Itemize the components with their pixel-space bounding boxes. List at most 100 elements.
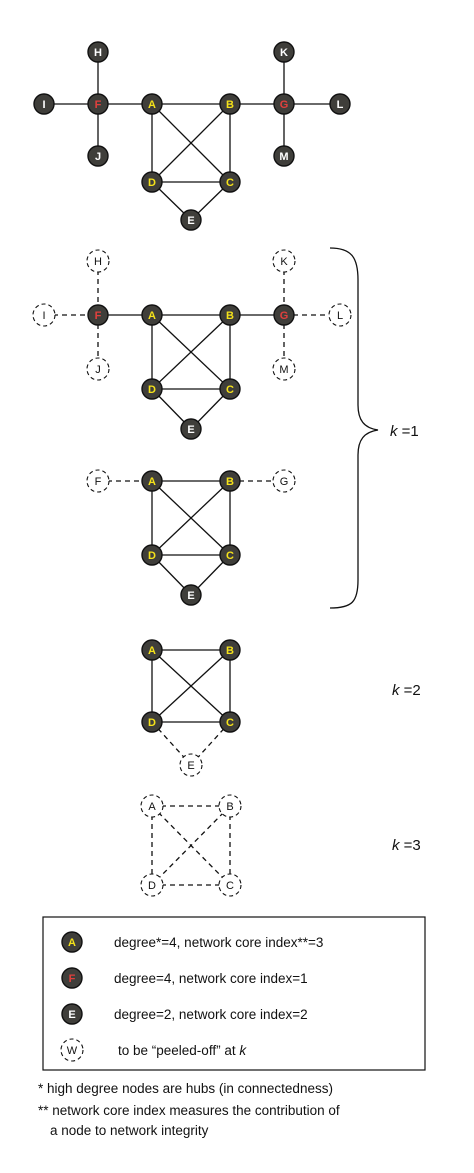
node-J-label: J [95, 364, 101, 376]
node-D-circle [141, 711, 163, 733]
node-L-label: L [337, 99, 344, 111]
node-H: H [87, 41, 109, 63]
node-C: C [219, 378, 241, 400]
node-J: J [86, 357, 110, 381]
node-K: K [272, 249, 296, 273]
stage-k1a-edges [44, 261, 340, 430]
k1-brace [329, 247, 379, 609]
node-C-circle [219, 171, 241, 193]
node-C-label: C [226, 177, 234, 189]
node-C-circle [219, 711, 241, 733]
stage-k2-edges [151, 649, 231, 766]
node-D-label: D [148, 384, 156, 396]
legend-node-A-circle [61, 931, 83, 953]
legend-node-E-circle [61, 1003, 83, 1025]
footnote-hubs: * high degree nodes are hubs (in connect… [38, 1081, 333, 1096]
k2-label: k =2 [392, 682, 421, 699]
node-G-label: G [280, 310, 289, 322]
node-E-label: E [187, 424, 194, 436]
node-C-label: C [226, 550, 234, 562]
node-A-circle [141, 304, 163, 326]
node-A-circle [141, 470, 163, 492]
node-I: I [32, 303, 56, 327]
node-H-label: H [94, 47, 102, 59]
node-B-label: B [226, 99, 234, 111]
node-E: E [180, 418, 202, 440]
k1-label: k =1 [390, 423, 419, 440]
node-M-circle [273, 145, 295, 167]
node-H-label: H [94, 256, 102, 268]
node-F: F [87, 93, 109, 115]
node-D: D [141, 711, 163, 733]
node-D-label: D [148, 880, 156, 892]
node-L-circle [329, 93, 351, 115]
node-L: L [328, 303, 352, 327]
node-K-label: K [280, 47, 288, 59]
legend-text: degree*=4, network core index**=3 [114, 935, 323, 950]
node-A-label: A [148, 99, 156, 111]
node-M-label: M [279, 151, 288, 163]
legend-node-W-label: W [67, 1045, 78, 1057]
node-J-circle [87, 145, 109, 167]
node-I-circle [33, 93, 55, 115]
node-M-circle [272, 357, 296, 381]
node-C-label: C [226, 384, 234, 396]
node-D-label: D [148, 177, 156, 189]
node-E: E [180, 584, 202, 606]
legend-node-F: F [61, 967, 83, 989]
node-I-label: I [42, 99, 45, 111]
legend-node-F-circle [61, 967, 83, 989]
node-E-label: E [187, 215, 194, 227]
node-E-circle [179, 753, 203, 777]
legend-text: degree=2, network core index=2 [114, 1007, 308, 1022]
legend-node-E-label: E [68, 1009, 75, 1021]
node-B: B [219, 470, 241, 492]
node-C-label: C [226, 880, 234, 892]
node-E-circle [180, 584, 202, 606]
legend-box [42, 916, 426, 1071]
node-B-circle [219, 639, 241, 661]
legend-node-F-label: F [69, 973, 76, 985]
legend-text: degree=4, network core index=1 [114, 971, 308, 986]
node-B: B [218, 794, 242, 818]
node-B: B [219, 304, 241, 326]
node-C-circle [219, 544, 241, 566]
node-A-label: A [148, 645, 156, 657]
node-G-circle [273, 93, 295, 115]
node-K-label: K [280, 256, 288, 268]
node-C: C [219, 544, 241, 566]
footnote-core-index-cont: a node to network integrity [50, 1123, 209, 1138]
node-H-circle [87, 41, 109, 63]
node-C-label: C [226, 717, 234, 729]
node-A: A [140, 794, 164, 818]
node-C-circle [218, 873, 242, 897]
edge-B-D [151, 805, 231, 886]
node-L-circle [328, 303, 352, 327]
node-F: F [86, 469, 110, 493]
edge-B-D [151, 103, 231, 183]
node-M: M [272, 357, 296, 381]
node-E: E [179, 753, 203, 777]
node-I: I [33, 93, 55, 115]
legend-text: to be “peeled-off” at k [118, 1043, 247, 1058]
node-B: B [219, 93, 241, 115]
node-C: C [218, 873, 242, 897]
node-J-circle [86, 357, 110, 381]
legend-node-A-label: A [68, 937, 76, 949]
node-G-circle [273, 304, 295, 326]
node-E-circle [180, 418, 202, 440]
node-E: E [180, 209, 202, 231]
node-A-circle [141, 93, 163, 115]
legend-node-E: E [61, 1003, 83, 1025]
node-A: A [141, 639, 163, 661]
node-L: L [329, 93, 351, 115]
